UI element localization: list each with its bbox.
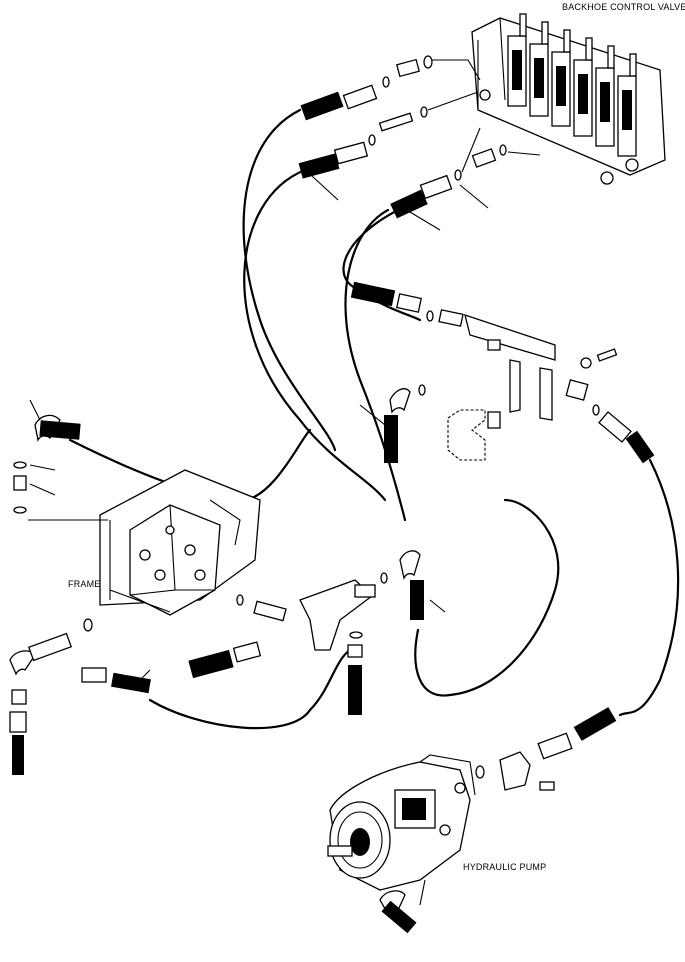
hydraulic-pump bbox=[327, 707, 617, 934]
frame-label: FRAME bbox=[68, 579, 101, 589]
backhoe-control-valve bbox=[471, 13, 666, 185]
manifold-tube bbox=[350, 281, 655, 464]
upper-left-fitting bbox=[13, 399, 108, 521]
elbow-fitting-center bbox=[359, 384, 426, 463]
valve-fittings bbox=[298, 55, 541, 231]
center-lower-fittings bbox=[188, 550, 446, 715]
hydraulic-hoses bbox=[68, 108, 680, 730]
backhoe-control-valve-label: BACKHOE CONTROL VALVE bbox=[562, 2, 685, 12]
hydraulic-pump-label: HYDRAULIC PUMP bbox=[463, 862, 547, 872]
frame-and-valve-block bbox=[99, 469, 261, 616]
lower-left-fittings bbox=[9, 618, 151, 775]
